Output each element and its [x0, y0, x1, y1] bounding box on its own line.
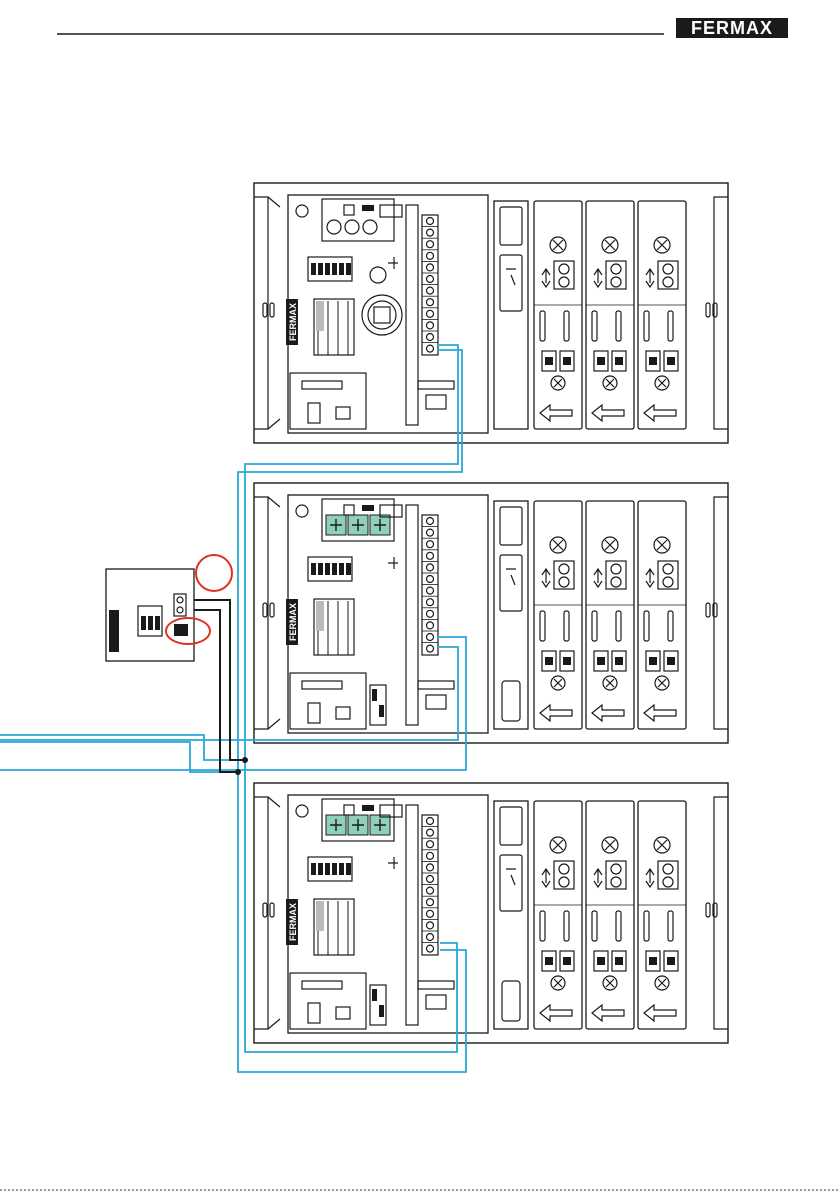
call-button-module: [638, 501, 686, 729]
board-brand-label: FERMAX: [286, 599, 298, 645]
panel-bottom: FERMAX: [254, 783, 728, 1043]
dip-key: [339, 563, 344, 575]
module-body: [638, 201, 686, 429]
psu-jumper: [174, 624, 188, 636]
dip-key: [325, 563, 330, 575]
module-body: [638, 801, 686, 1029]
module-body: [534, 801, 582, 1029]
psu-label-strip: [109, 610, 119, 652]
dip-key: [325, 263, 330, 275]
dip-key: [332, 263, 337, 275]
junction-dot: [235, 769, 241, 775]
call-button-module: [638, 201, 686, 429]
junction-dot: [242, 757, 248, 763]
board-brand-label: FERMAX: [286, 299, 298, 345]
dip-key: [346, 263, 351, 275]
dip-key: [346, 863, 351, 875]
call-button-module: [586, 201, 634, 429]
module-body: [534, 501, 582, 729]
board-brand-label: FERMAX: [286, 899, 298, 945]
dip-key: [311, 863, 316, 875]
dip-key: [318, 563, 323, 575]
jumper: [362, 805, 374, 811]
dip-key: [318, 263, 323, 275]
call-button-module: [586, 501, 634, 729]
jumper: [362, 205, 374, 211]
panel-middle: FERMAX: [254, 483, 728, 743]
board-brand-text: FERMAX: [288, 903, 298, 941]
dip-key: [332, 863, 337, 875]
relay-hatch: [316, 301, 324, 331]
module-body: [586, 801, 634, 1029]
dip-key: [318, 863, 323, 875]
dip-key: [346, 563, 351, 575]
highlight-circle: [196, 555, 232, 591]
bus-wire-external-b: [0, 742, 238, 772]
power-wire-positive: [191, 600, 245, 760]
call-button-module: [586, 801, 634, 1029]
bus-wire-external-a: [0, 735, 245, 760]
module-body: [534, 201, 582, 429]
module-body: [586, 501, 634, 729]
door-release-module: [494, 801, 528, 1029]
panel-top: FERMAX: [254, 183, 728, 443]
door-release-module: [494, 501, 528, 729]
brand-logo-text: FERMAX: [691, 18, 773, 38]
dip-key: [339, 863, 344, 875]
dip-key: [311, 263, 316, 275]
dip-key: [311, 563, 316, 575]
module-body: [586, 201, 634, 429]
power-supply-unit: [106, 569, 194, 661]
board-brand-text: FERMAX: [288, 303, 298, 341]
call-button-module: [534, 201, 582, 429]
relay-hatch: [316, 901, 324, 931]
dip-key: [332, 563, 337, 575]
dip-key: [325, 863, 330, 875]
board-brand-text: FERMAX: [288, 603, 298, 641]
call-button-module: [534, 801, 582, 1029]
call-button-module: [638, 801, 686, 1029]
brand-logo: FERMAX: [676, 18, 788, 38]
dip-key: [339, 263, 344, 275]
module-body: [638, 501, 686, 729]
jumper: [362, 505, 374, 511]
door-release-module: [494, 201, 528, 429]
call-button-module: [534, 501, 582, 729]
relay-hatch: [316, 601, 324, 631]
